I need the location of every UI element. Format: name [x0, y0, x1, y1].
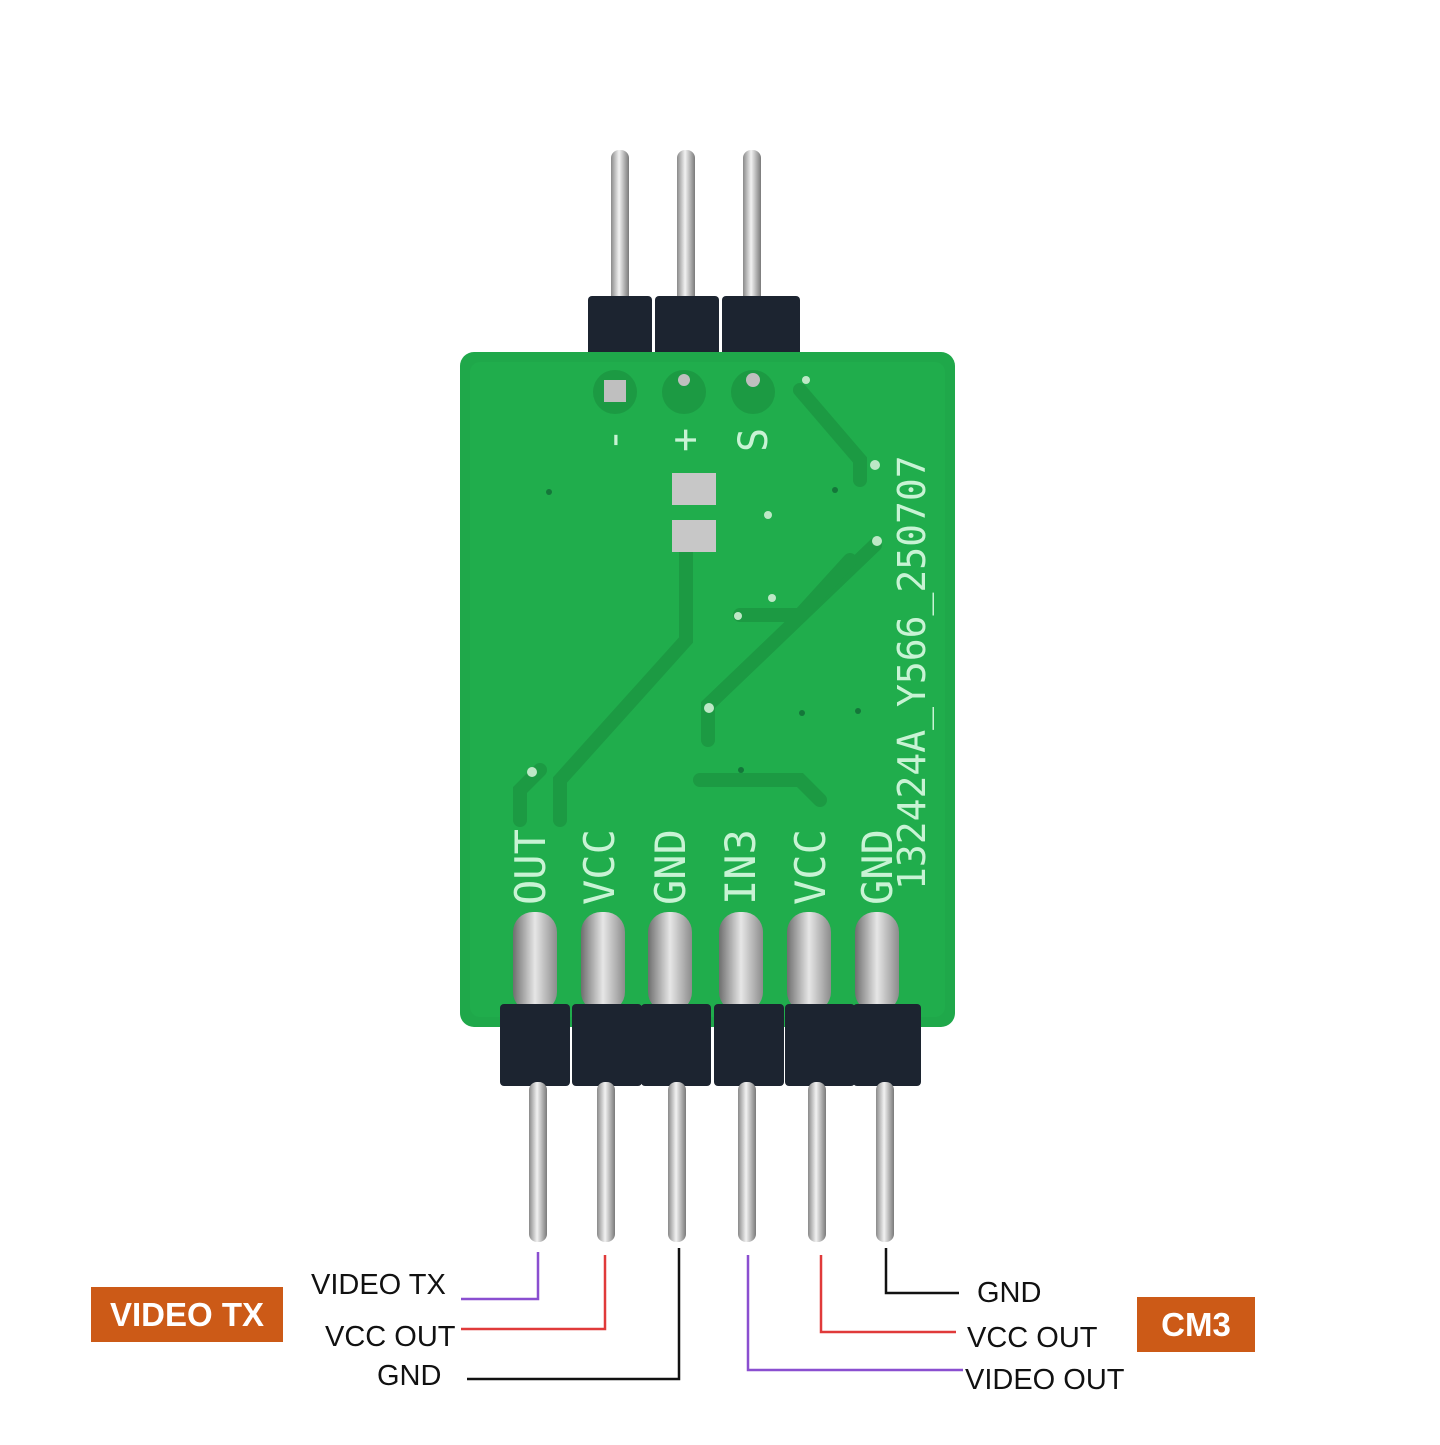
bottom-pin	[529, 1082, 547, 1242]
bottom-pin	[668, 1082, 686, 1242]
wire-vcc-out-right	[819, 1255, 956, 1334]
bottom-pin	[597, 1082, 615, 1242]
bottom-pin-labels: OUT VCC GND IN3 VCC GND	[506, 829, 902, 905]
label-gnd-right: GND	[977, 1277, 1041, 1309]
label-vcc-out-right: VCC OUT	[967, 1322, 1098, 1354]
top-header-block	[722, 296, 800, 356]
leader-lines	[461, 1248, 963, 1381]
wire-video-out	[746, 1255, 963, 1372]
pin-label-gnd-2: GND	[853, 829, 902, 905]
label-vcc-out-left: VCC OUT	[325, 1321, 456, 1353]
bent-pins	[513, 912, 899, 1012]
top-pin-labels: - + S	[591, 428, 777, 452]
label-video-out: VIDEO OUT	[965, 1364, 1125, 1396]
label-gnd-left: GND	[377, 1360, 441, 1392]
pin-label-minus: -	[591, 428, 637, 452]
pin-label-plus: +	[662, 428, 708, 452]
tag-video-tx: VIDEO TX	[91, 1287, 283, 1342]
wire-video-tx	[461, 1252, 540, 1301]
top-pin	[677, 150, 695, 305]
top-pin	[743, 150, 761, 305]
pin-label-gnd: GND	[646, 829, 695, 905]
top-header	[588, 150, 800, 356]
label-video-tx: VIDEO TX	[311, 1269, 446, 1301]
vias	[527, 376, 882, 777]
pad-round	[678, 374, 690, 386]
wire-labels: VIDEO TX VCC OUT GND GND VCC OUT VIDEO O…	[311, 1269, 1125, 1396]
pin-label-vcc-2: VCC	[786, 829, 835, 905]
pin-label-in3: IN3	[716, 829, 765, 905]
pcb-board: - + S 132424A_Y566_250707 OUT VCC GND IN…	[460, 352, 955, 1027]
top-pads	[593, 370, 775, 414]
bottom-pin	[876, 1082, 894, 1242]
pin-label-vcc: VCC	[575, 829, 624, 905]
wire-gnd-right	[884, 1248, 959, 1295]
pad-square	[604, 380, 626, 402]
smd-pad	[672, 473, 716, 505]
pin-label-out: OUT	[506, 829, 555, 905]
pin-label-signal: S	[731, 428, 777, 452]
smd-pad	[672, 520, 716, 552]
tag-cm3: CM3	[1137, 1297, 1255, 1352]
top-pin	[611, 150, 629, 305]
top-header-block	[655, 296, 719, 356]
wire-vcc-out-left	[461, 1255, 607, 1331]
pad-round	[746, 373, 760, 387]
bottom-header	[500, 1004, 921, 1242]
bottom-pin	[808, 1082, 826, 1242]
part-number: 132424A_Y566_250707	[890, 455, 935, 890]
bottom-pin	[738, 1082, 756, 1242]
top-header-block	[588, 296, 652, 356]
wire-gnd-left	[467, 1248, 681, 1381]
